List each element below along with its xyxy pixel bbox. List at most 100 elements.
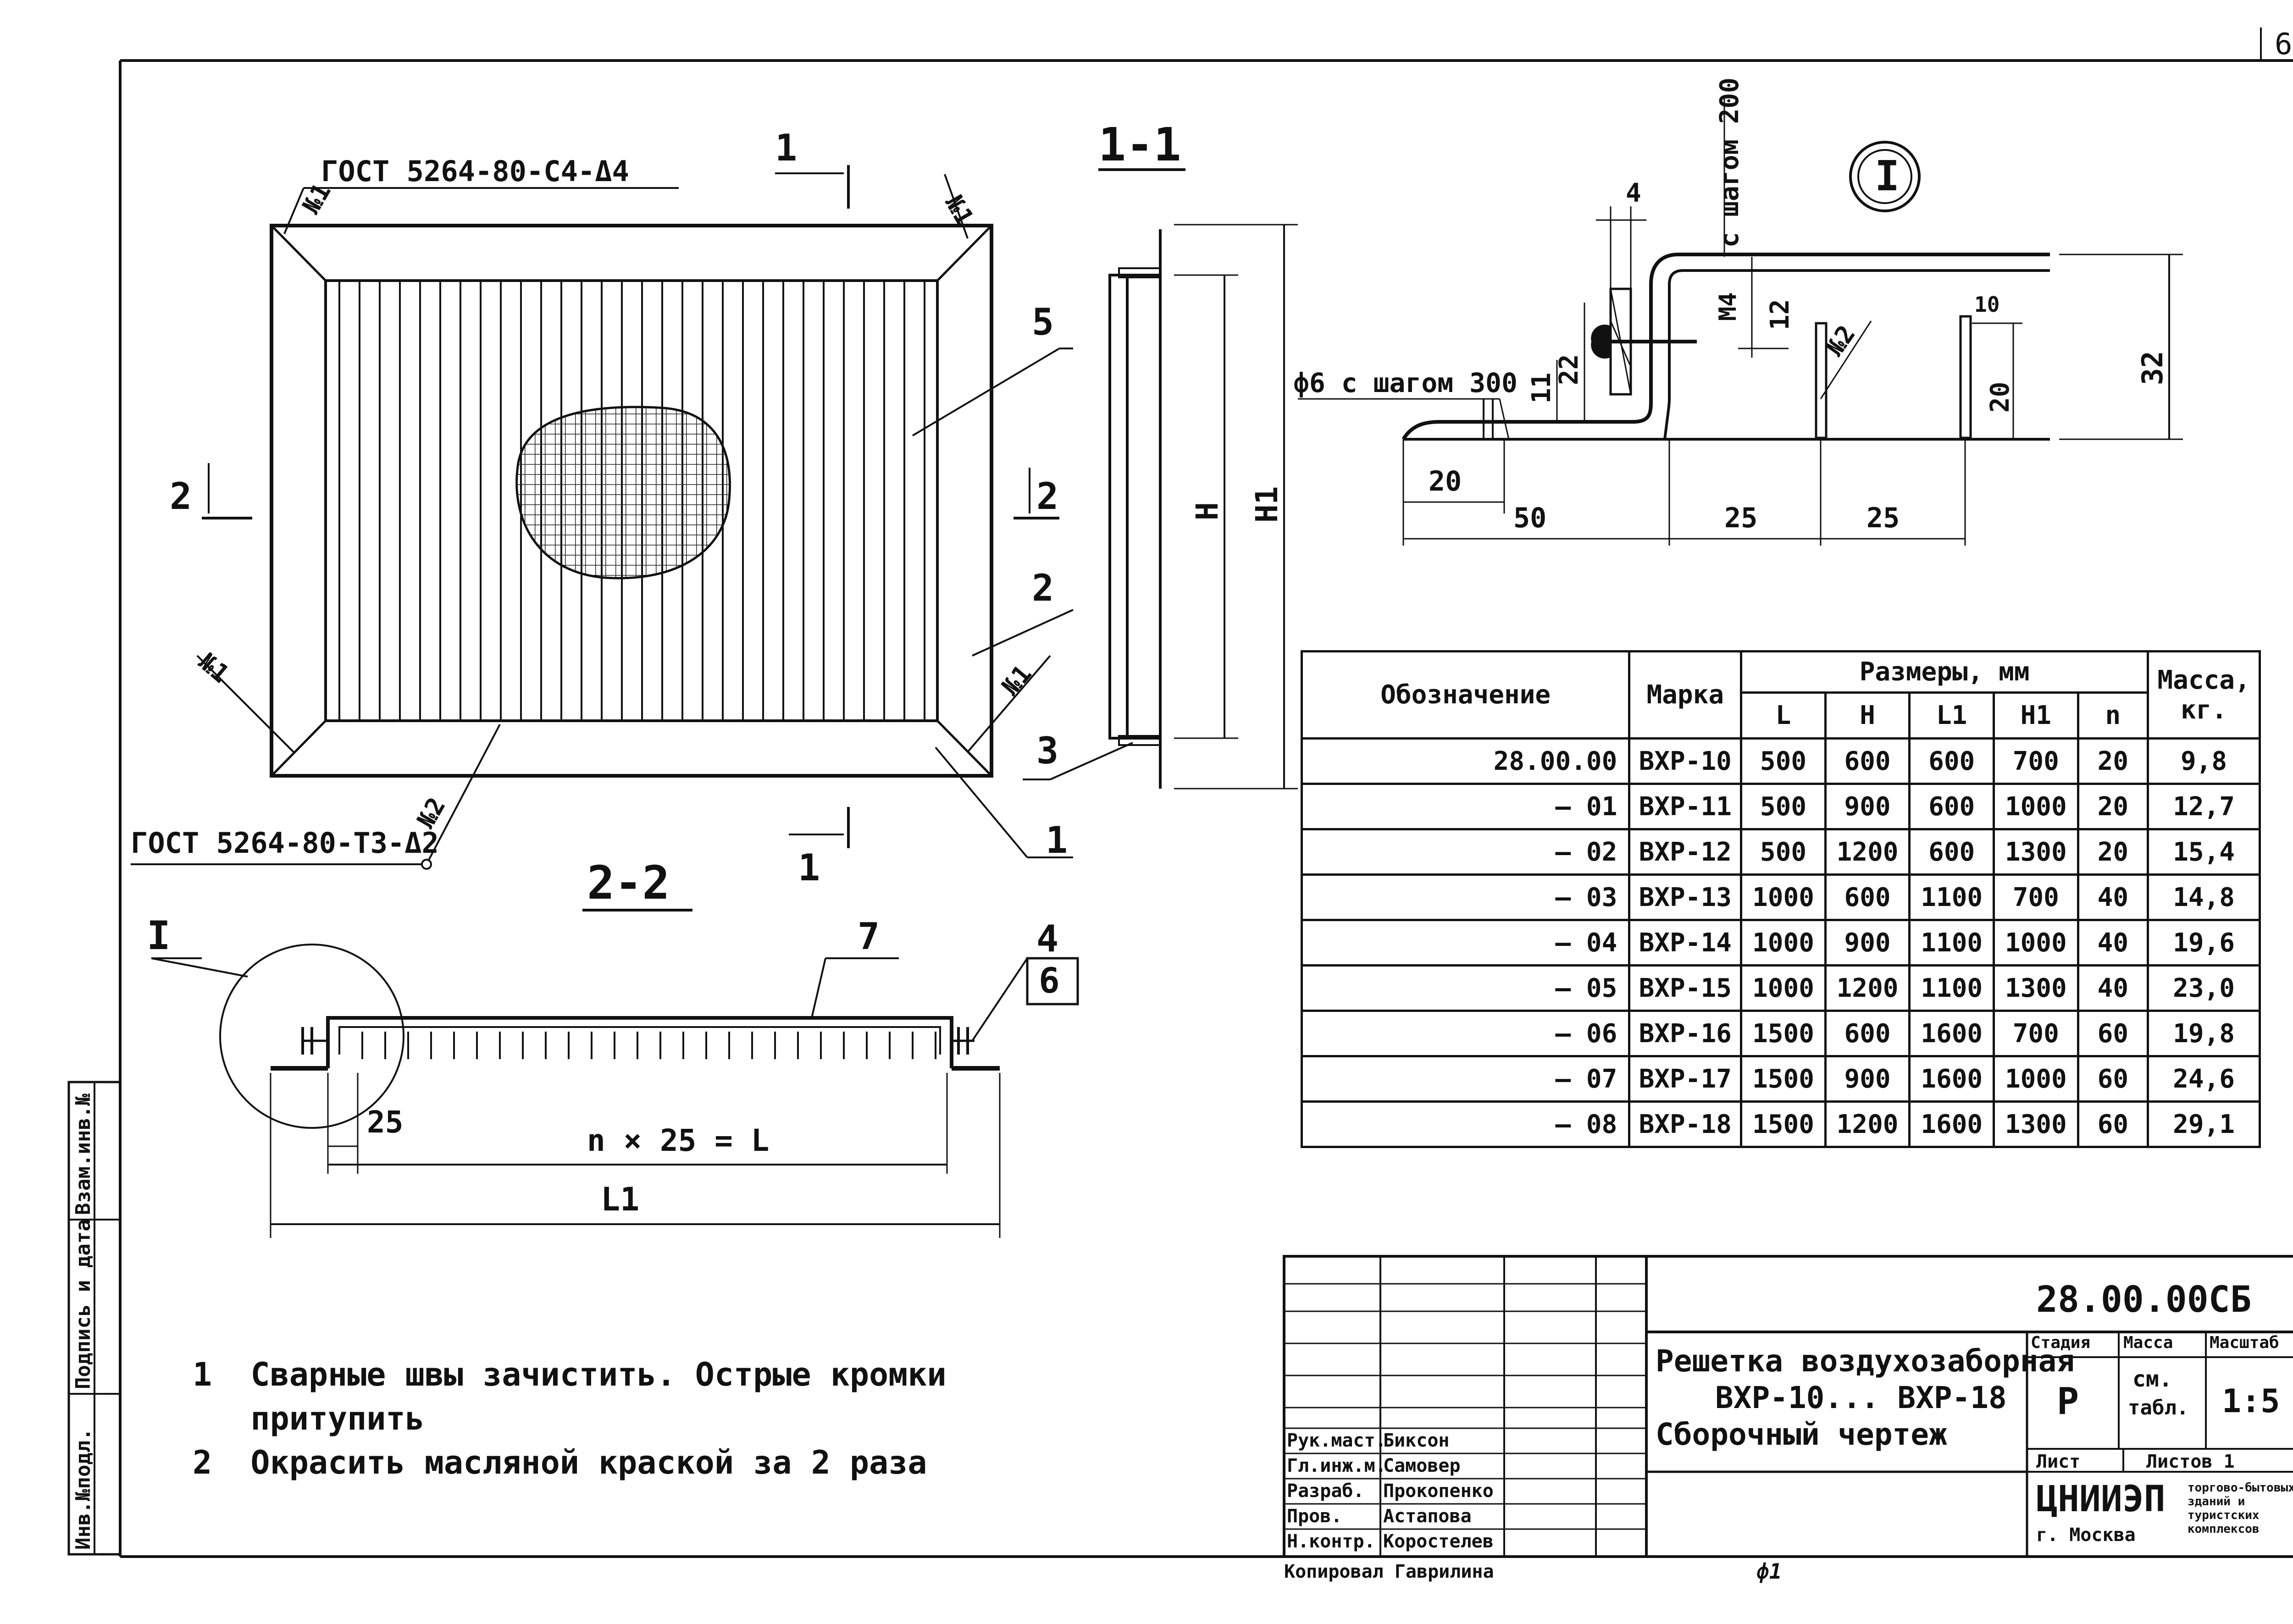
detail-bolt-m4: М4 xyxy=(1714,292,1742,321)
detail-dowel: ф6 с шагом 300 xyxy=(1293,367,1518,398)
plan-part-labels: 5 2 3 1 xyxy=(912,301,1133,862)
header-mark: Марка xyxy=(1628,650,1743,740)
drawing-code: 28.00.00СБ xyxy=(2036,1279,2252,1320)
table-cell-h1: 700 xyxy=(1993,737,2079,785)
detail-dim-32: 32 xyxy=(2136,351,2169,385)
mass-value-1: см. xyxy=(2132,1366,2172,1392)
section-mark-1-top: 1 xyxy=(775,127,797,169)
table-cell-l1: 600 xyxy=(1908,783,1995,830)
stage-label: Стадия xyxy=(2031,1333,2091,1352)
table-cell-n: 20 xyxy=(2077,828,2149,876)
dim-formula: n × 25 = L xyxy=(587,1123,769,1158)
table-cell-h1: 1000 xyxy=(1993,919,2079,967)
signature-role: Рук.маст. xyxy=(1287,1430,1386,1451)
mass-label: Масса xyxy=(2123,1333,2173,1352)
table-cell-mass: 12,7 xyxy=(2147,783,2261,830)
table-cell-mass: 15,4 xyxy=(2147,828,2261,876)
table-cell-l: 1000 xyxy=(1740,964,1827,1012)
note-line: 2 Окрасить масляной краской за 2 раза xyxy=(193,1444,927,1481)
table-cell-l: 500 xyxy=(1740,737,1827,785)
signature-role: Разраб. xyxy=(1287,1480,1364,1502)
table-cell-n: 40 xyxy=(2077,919,2149,967)
left-stamp: Инв.№подл. Подпись и дата Взам.инв.№ xyxy=(67,1081,122,1556)
table-cell-l: 1000 xyxy=(1740,873,1827,921)
table-cell-mass: 29,1 xyxy=(2147,1100,2261,1148)
table-cell-des: – 03 xyxy=(1300,873,1631,921)
weld-callout-bottom: ГОСТ 5264-80-Т3-Δ2 №2 №1 №1 xyxy=(131,647,1051,870)
scale-label: Масштаб xyxy=(2210,1333,2279,1352)
table-cell-n: 60 xyxy=(2077,1100,2149,1148)
scale-value: 1:5 xyxy=(2222,1382,2280,1420)
title-block-grid xyxy=(1283,1255,2293,1558)
section-2-2: 2-2 I 7 4 6 25 n × 25 = L L1 xyxy=(147,856,1079,1238)
format-note: ф1 xyxy=(1756,1559,1782,1584)
weld-callout-top: ГОСТ 5264-80-С4-Δ4 №1 №1 xyxy=(283,155,980,239)
signature-role: Пров. xyxy=(1287,1506,1342,1527)
section-mark-1-bottom: 1 xyxy=(798,846,820,889)
signature-role: Н.контр. xyxy=(1287,1531,1375,1552)
table-cell-mark: ВХР-16 xyxy=(1628,1010,1743,1057)
node-label-i: I xyxy=(147,913,171,959)
header-col-l1: L1 xyxy=(1908,691,1995,740)
table-cell-mark: ВХР-18 xyxy=(1628,1100,1743,1148)
weld-callout-bottom-text: ГОСТ 5264-80-Т3-Δ2 xyxy=(131,826,439,860)
table-cell-n: 40 xyxy=(2077,964,2149,1012)
table-cell-mark: ВХР-13 xyxy=(1628,873,1743,921)
title-line-1: Решетка воздухозаборная xyxy=(1656,1343,2075,1379)
plan-view xyxy=(270,224,993,778)
table-cell-des: 28.00.00 xyxy=(1300,737,1631,785)
table-cell-l: 1000 xyxy=(1740,919,1827,967)
table-cell-mass: 9,8 xyxy=(2147,737,2261,785)
dim-h1: H1 xyxy=(1249,486,1285,523)
table-cell-h: 600 xyxy=(1824,873,1911,921)
header-col-h: H xyxy=(1824,691,1911,740)
weld-no1-br: №1 xyxy=(996,659,1037,701)
org-city: г. Москва xyxy=(2036,1525,2136,1546)
table-cell-l: 1500 xyxy=(1740,1055,1827,1103)
detail-dim-10: 10 xyxy=(1974,292,1999,317)
detail-dim-25a: 25 xyxy=(1724,502,1757,534)
part-label-2: 2 xyxy=(1032,567,1054,609)
signature-name: Самовер xyxy=(1383,1455,1461,1476)
section-2-2-title: 2-2 xyxy=(587,856,670,910)
table-cell-des: – 05 xyxy=(1300,964,1631,1012)
section-mark-2-right: 2 xyxy=(1036,475,1058,518)
signature-role: Гл.инж.м. xyxy=(1287,1455,1386,1476)
stamp-vzam: Взам.инв.№ xyxy=(72,1094,95,1215)
table-cell-n: 60 xyxy=(2077,1010,2149,1057)
table-cell-mass: 19,8 xyxy=(2147,1010,2261,1057)
table-cell-mark: ВХР-11 xyxy=(1628,783,1743,830)
table-cell-l1: 1100 xyxy=(1908,919,1995,967)
part-label-7: 7 xyxy=(858,915,880,958)
header-col-l: L xyxy=(1740,691,1827,740)
table-cell-mark: ВХР-15 xyxy=(1628,964,1743,1012)
table-cell-mass: 19,6 xyxy=(2147,919,2261,967)
table-cell-des: – 08 xyxy=(1300,1100,1631,1148)
table-cell-n: 20 xyxy=(2077,737,2149,785)
table-cell-l1: 600 xyxy=(1908,737,1995,785)
detail-dim-20: 20 xyxy=(1429,465,1462,497)
table-cell-l1: 1600 xyxy=(1908,1100,1995,1148)
table-cell-des: – 06 xyxy=(1300,1010,1631,1057)
page-number: 66 xyxy=(2275,28,2293,61)
notes: 1 Сварные швы зачистить. Острые кромки п… xyxy=(193,1353,1247,1485)
table-cell-mark: ВХР-12 xyxy=(1628,828,1743,876)
table-cell-mass: 24,6 xyxy=(2147,1055,2261,1103)
weld-no1-bl: №1 xyxy=(193,647,235,689)
table-cell-n: 40 xyxy=(2077,873,2149,921)
table-cell-h1: 1300 xyxy=(1993,1100,2079,1148)
title-line-2: ВХР-10... ВХР-18 xyxy=(1715,1380,2007,1415)
section-1-1: 1-1 H H1 xyxy=(1098,118,1298,790)
table-cell-l1: 1100 xyxy=(1908,964,1995,1012)
sheet-label: Лист xyxy=(2036,1451,2081,1472)
table-cell-n: 20 xyxy=(2077,783,2149,830)
table-cell-des: – 02 xyxy=(1300,828,1631,876)
